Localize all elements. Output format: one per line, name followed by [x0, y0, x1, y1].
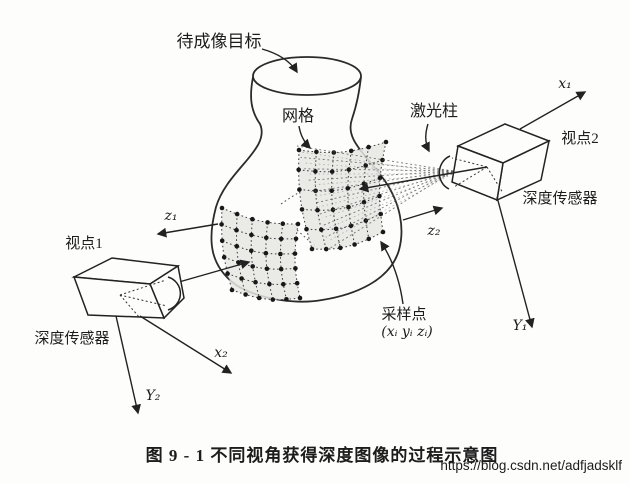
axis-x1-label: x₁ — [558, 76, 572, 92]
target-label: 待成像目标 — [177, 32, 262, 51]
lens-left-sensor — [167, 276, 182, 311]
axis-z2-arrow — [402, 205, 444, 221]
sensor-box-left — [71, 257, 185, 320]
axis-y2-label: Y₂ — [146, 388, 161, 404]
right-sensor-ray-arrow — [358, 166, 488, 193]
axis-z1-label: z₁ — [164, 208, 178, 224]
left-sensor-ray-arrow — [171, 259, 251, 285]
laser-label: 激光柱 — [410, 102, 458, 120]
sample-point-callout-arrow — [380, 240, 404, 305]
lens-right-sensor — [438, 155, 451, 190]
sensor-box-right-inner-rays — [451, 157, 504, 194]
axis-x2-arrow — [139, 315, 233, 374]
target-callout-arrow — [261, 48, 298, 74]
mesh-patch-right — [296, 139, 389, 252]
viewpoint1-label: 视点1 — [65, 235, 103, 252]
axis-z2-label: z₂ — [427, 223, 441, 239]
mesh-label: 网格 — [282, 107, 314, 125]
vase-outline — [210, 76, 403, 303]
mesh-patch-left — [219, 205, 303, 302]
sample-point-coords: (xᵢ yᵢ zᵢ) — [381, 324, 432, 340]
sensor-box-right — [451, 123, 551, 202]
laser-callout-arrow — [420, 123, 430, 153]
sample-point-label: 采样点 — [381, 306, 426, 323]
axis-x1-arrow — [519, 91, 587, 130]
watermark-url: https://blog.csdn.net/adfjadsklf — [440, 458, 622, 473]
axis-x2-label: x₂ — [214, 345, 228, 361]
axis-y1-label: Y₁ — [513, 318, 528, 334]
figure-caption: 图 9 - 1 不同视角获得深度图像的过程示意图 — [146, 445, 499, 465]
axis-y1-arrow — [496, 196, 535, 329]
viewpoint2-label: 视点2 — [561, 130, 599, 147]
depth-sensor-left-label: 深度传感器 — [34, 330, 109, 347]
sensor-box-left-inner-rays — [119, 279, 168, 319]
mesh-callout-arrow — [298, 125, 312, 150]
vase-top-ellipse — [252, 56, 362, 96]
depth-sensor-right-label: 深度传感器 — [522, 190, 597, 207]
axis-z1-arrow — [156, 223, 219, 238]
axis-y2-arrow — [115, 315, 141, 415]
